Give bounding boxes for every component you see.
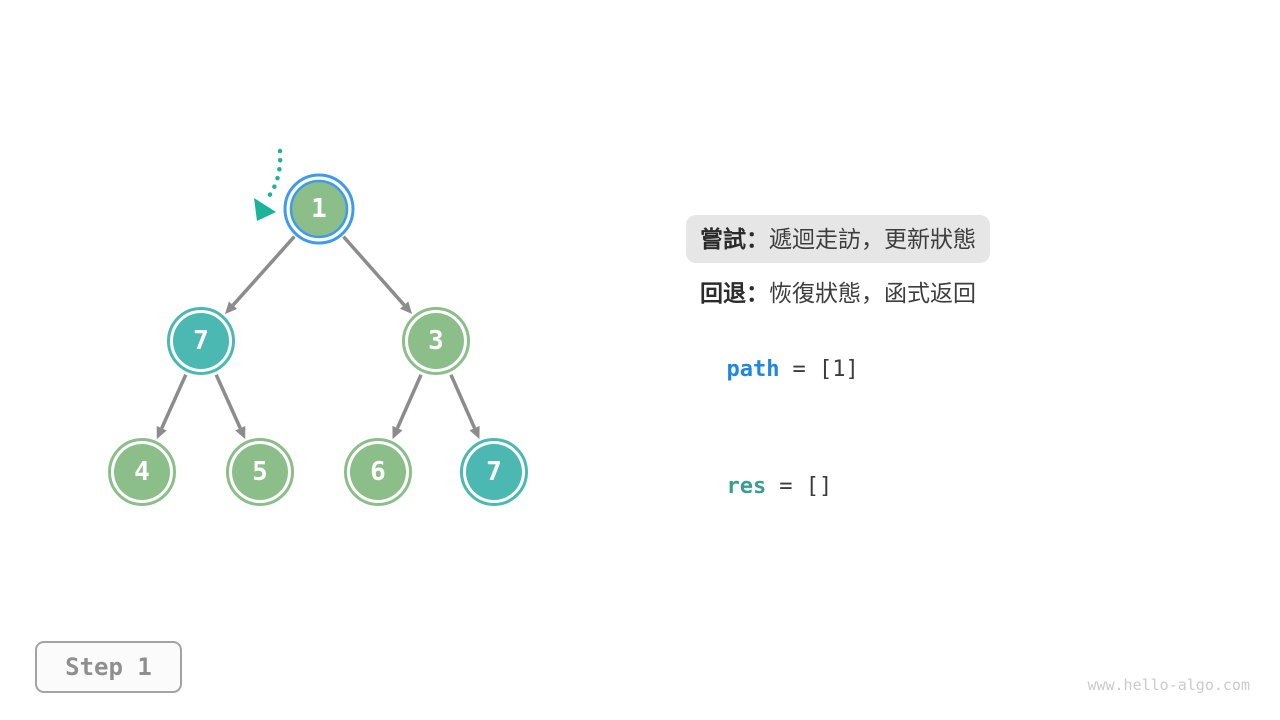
tree-node-value: 1 [311,194,327,224]
res-variable-value: = [] [779,474,833,499]
path-variable-value: = [1] [792,357,859,382]
backtrack-label: 回退： [700,280,769,306]
tree-edge [160,374,188,429]
step-badge-label: Step 1 [65,653,152,681]
try-step-line: 嘗試：遞迴走訪，更新狀態 [686,215,990,263]
try-label: 嘗試： [700,226,769,252]
tree-edge [342,235,406,307]
tree-node-value: 6 [370,457,386,487]
tree-node-value: 7 [193,326,209,356]
tree-edge-arrowhead [469,425,480,440]
tree-node-ring [167,307,235,375]
tree-edge [449,374,477,429]
tree-node [466,444,522,500]
watermark-text: www.hello-algo.com [1087,676,1250,694]
tree-edge-arrowhead [235,425,246,440]
tree-node-ring [344,438,412,506]
res-variable-name: res [726,474,767,499]
step-badge: Step 1 [35,641,182,693]
tree-edge [231,235,296,307]
res-variable-line: res = [] [700,448,833,500]
path-variable-line: path = [1] [700,331,859,383]
tree-edge-arrowhead [400,301,413,315]
binary-tree-diagram: 1 7 3 4 5 6 7 [108,148,528,506]
tree-node-ring [283,173,355,245]
tree-node-value: 7 [486,457,502,487]
tree-node-value: 5 [252,457,268,487]
pointer-arrow [262,148,283,204]
tree-node-ring [402,307,470,375]
tree-node-ring [460,438,528,506]
tree-node-value: 4 [134,457,150,487]
tree-node-ring [108,438,176,506]
tree-edge [214,374,242,429]
path-variable-name: path [726,357,780,382]
tree-node [114,444,170,500]
tree-node [289,179,349,239]
backtrack-step-line: 回退：恢復狀態，函式返回 [700,279,976,307]
tree-edge [395,374,423,429]
tree-node-value: 3 [428,326,444,356]
tree-node [173,313,229,369]
tree-edge-arrowhead [224,301,238,315]
try-text: 遞迴走訪，更新狀態 [769,226,976,252]
tree-node [350,444,406,500]
tree-edge-arrowhead [156,425,167,440]
tree-node-ring [226,438,294,506]
tree-node [408,313,464,369]
tree-edge-arrowhead [392,425,403,440]
backtrack-text: 恢復狀態，函式返回 [769,280,976,306]
tree-node [232,444,288,500]
pointer-arrowhead [254,198,276,221]
